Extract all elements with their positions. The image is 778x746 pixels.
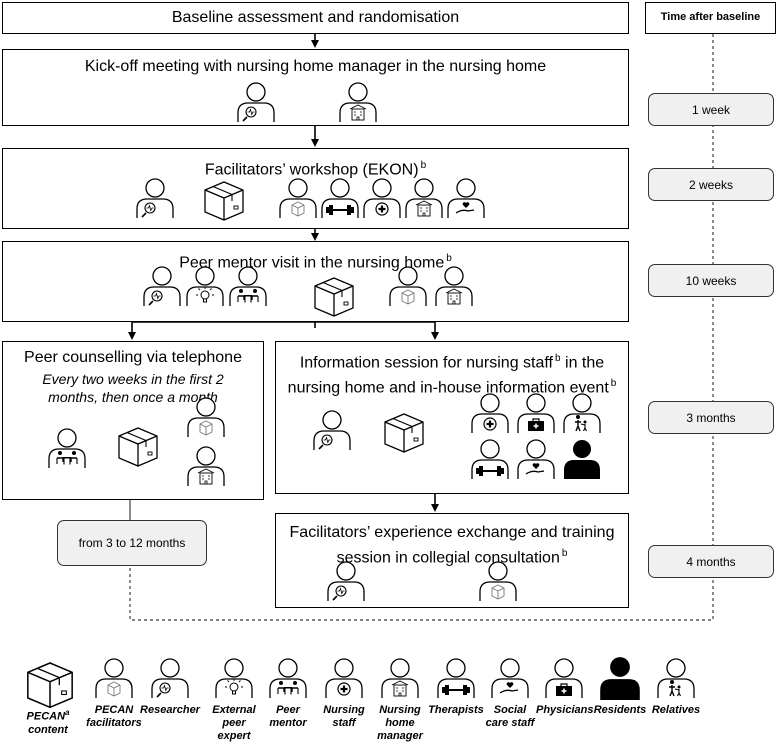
researcher-icon [237, 82, 275, 122]
time-2-weeks: 2 weeks [648, 168, 774, 201]
legend-item: Therapists [428, 704, 484, 716]
nursing-home-manager-icon [381, 658, 419, 698]
external-peer-expert-icon [186, 266, 224, 306]
peer-counselling-subtitle: Every two weeks in the first 2 months, t… [42, 371, 224, 405]
physician-icon [545, 658, 583, 698]
nursing-staff-icon [363, 178, 401, 218]
legend-item: Relatives [651, 704, 701, 716]
exchange-title: Facilitators’ experience exchange and tr… [289, 524, 615, 567]
social-care-icon [517, 439, 555, 479]
time-1-week: 1 week [648, 93, 774, 126]
time-3-months: 3 months [648, 401, 774, 434]
pecan-facilitator-icon [279, 178, 317, 218]
researcher-icon [313, 410, 351, 450]
pecan-content-icon [314, 277, 354, 317]
legend-item: Physicians [536, 704, 594, 716]
pecan-facilitator-icon [95, 658, 133, 698]
nursing-home-manager-icon [435, 266, 473, 306]
external-peer-expert-icon [215, 658, 253, 698]
baseline-title: Baseline assessment and randomisation [171, 9, 460, 26]
nursing-staff-icon [471, 393, 509, 433]
peer-mentor-icon [48, 428, 86, 468]
pecan-facilitator-icon [389, 266, 427, 306]
researcher-icon [143, 266, 181, 306]
social-care-icon [447, 178, 485, 218]
therapist-icon [321, 178, 359, 218]
pecan-content-icon [204, 181, 244, 221]
legend-item: External peer expert [212, 704, 256, 742]
kickoff-title: Kick-off meeting with nursing home manag… [84, 58, 547, 75]
peer-counselling-title: Peer counselling via telephone [24, 349, 242, 366]
legend-item: Peer mentor [269, 704, 307, 729]
baseline-box: Baseline assessment and randomisation [2, 2, 629, 34]
relative-icon [563, 393, 601, 433]
legend-item: Nursing home manager [377, 704, 423, 742]
time-3-to-12-months: from 3 to 12 months [57, 520, 207, 566]
nursing-home-manager-icon [405, 178, 443, 218]
legend-item: Residents [593, 704, 647, 716]
time-header-label: Time after baseline [660, 11, 761, 23]
resident-icon [564, 440, 600, 479]
time-header: Time after baseline [645, 2, 776, 34]
nursing-staff-icon [325, 658, 363, 698]
peer-mentor-icon [269, 658, 307, 698]
time-10-weeks: 10 weeks [648, 264, 774, 297]
legend-item: PECAN facilitators [86, 704, 142, 729]
pecan-content-icon [384, 413, 424, 453]
physician-icon [517, 393, 555, 433]
kickoff-box: Kick-off meeting with nursing home manag… [2, 49, 629, 126]
legend-item: Social care staff [485, 704, 535, 729]
workshop-title: Facilitators’ workshop (EKON)b [204, 160, 427, 179]
researcher-icon [327, 561, 365, 601]
legend-item: Nursing staff [323, 704, 365, 729]
pecan-facilitator-icon [187, 397, 225, 437]
relative-icon [657, 658, 695, 698]
legend-item: Researcher [140, 704, 200, 716]
resident-icon [600, 657, 640, 700]
researcher-icon [136, 178, 174, 218]
pecan-content-icon [27, 662, 73, 709]
nursing-home-manager-icon [339, 82, 377, 122]
social-care-icon [491, 658, 529, 698]
peer-mentor-icon [229, 266, 267, 306]
pecan-facilitator-icon [479, 561, 517, 601]
researcher-icon [151, 658, 189, 698]
time-4-months: 4 months [648, 545, 774, 578]
therapist-icon [437, 658, 475, 698]
nursing-home-manager-icon [187, 446, 225, 486]
therapist-icon [471, 439, 509, 479]
pecan-content-icon [118, 427, 158, 467]
